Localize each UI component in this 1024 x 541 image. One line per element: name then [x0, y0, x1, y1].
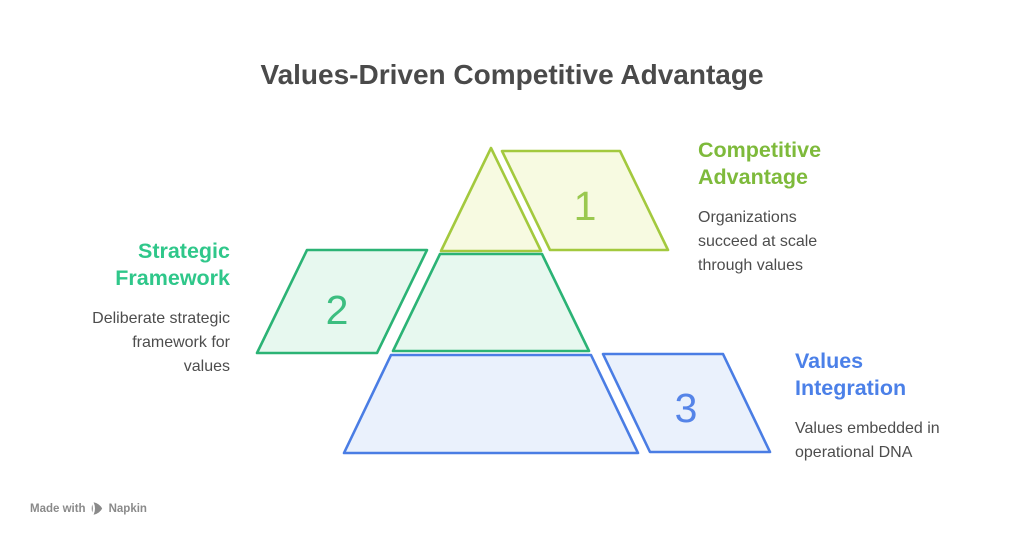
label-values-integration: Values Integration Values embedded in op… — [795, 348, 975, 465]
pyramid-tab-3 — [601, 352, 772, 454]
body-line: operational DNA — [795, 444, 913, 461]
made-with-text: Made with — [30, 502, 86, 515]
pyramid-tab-1 — [500, 149, 670, 252]
heading-line: Framework — [115, 266, 230, 290]
pyramid-level-1-shape — [439, 146, 543, 253]
pyramid-level-2-shape — [391, 252, 591, 353]
body-line: Values embedded in — [795, 420, 940, 437]
label-competitive-advantage-body: Organizations succeed at scale through v… — [698, 206, 858, 278]
made-with-napkin-attribution: Made with Napkin — [30, 501, 147, 516]
tab-1-number: 1 — [574, 183, 597, 229]
heading-line: Competitive — [698, 138, 822, 162]
label-strategic-framework: Strategic Framework Deliberate strategic… — [78, 238, 230, 379]
brand-text: Napkin — [108, 502, 147, 515]
heading-line: Strategic — [137, 239, 230, 263]
body-line: succeed at scale — [698, 233, 818, 250]
label-strategic-framework-body: Deliberate strategic framework for value… — [78, 307, 230, 379]
pyramid-level-3-shape — [342, 353, 640, 455]
napkin-logo-icon — [91, 501, 104, 516]
label-competitive-advantage-heading: Competitive Advantage — [698, 137, 858, 191]
page-title: Values-Driven Competitive Advantage — [260, 59, 764, 90]
label-competitive-advantage: Competitive Advantage Organizations succ… — [698, 137, 858, 278]
body-line: framework for — [132, 334, 230, 351]
heading-line: Integration — [795, 376, 907, 400]
body-line: Deliberate strategic — [92, 310, 230, 327]
label-values-integration-body: Values embedded in operational DNA — [795, 417, 975, 465]
tab-3-number: 3 — [675, 385, 698, 431]
label-strategic-framework-heading: Strategic Framework — [78, 238, 230, 292]
heading-line: Advantage — [698, 165, 808, 189]
pyramid-tab-2 — [255, 248, 429, 355]
label-values-integration-heading: Values Integration — [795, 348, 975, 402]
body-line: Organizations — [698, 209, 797, 226]
heading-line: Values — [795, 349, 864, 373]
body-line: through values — [698, 257, 803, 274]
tab-2-number: 2 — [326, 287, 349, 333]
body-line: values — [183, 358, 230, 375]
